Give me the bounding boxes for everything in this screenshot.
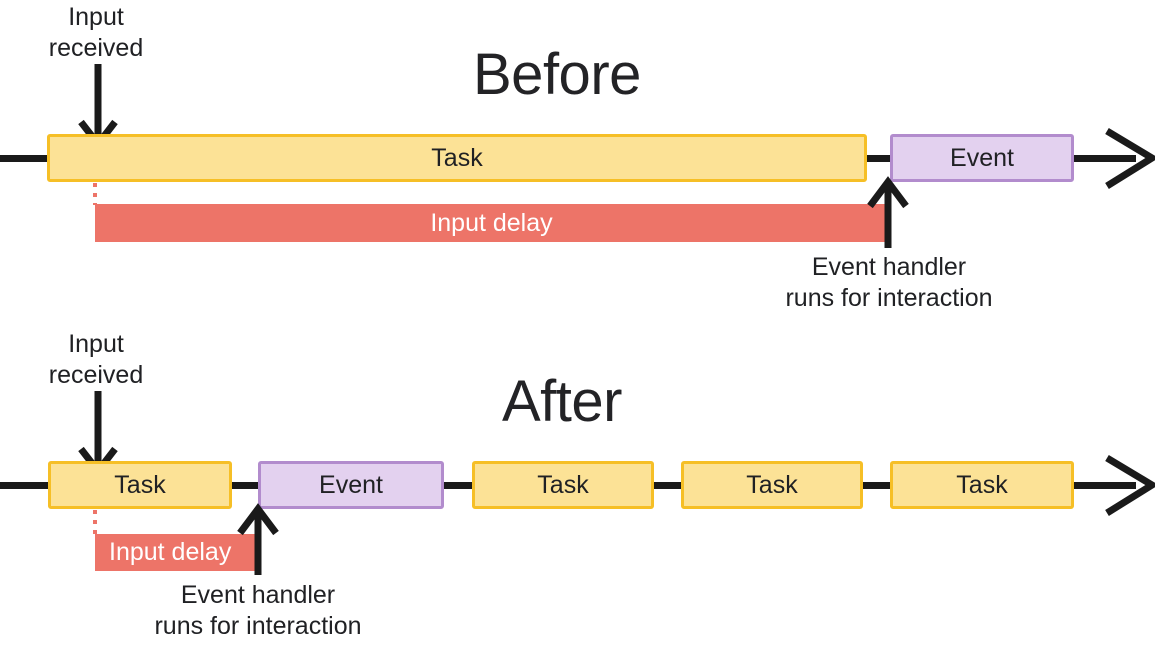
timeline-connector-after-3 (651, 482, 684, 489)
block-task-after-4[interactable]: Task (890, 461, 1074, 509)
block-label: Task (431, 143, 483, 172)
input-received-dropline-before (93, 183, 97, 205)
timeline-arrow-right-icon (1105, 454, 1155, 516)
timeline-arrow-right-icon (1105, 127, 1155, 189)
block-task-after-3[interactable]: Task (681, 461, 863, 509)
label-input-received-after-line1: Input (68, 330, 124, 358)
timeline-connector-before-1 (864, 155, 894, 162)
block-event-after[interactable]: Event (258, 461, 444, 509)
timeline-connector-after-1 (229, 482, 261, 489)
label-event-handler-after-line2: runs for interaction (154, 611, 362, 640)
block-task-after-2[interactable]: Task (472, 461, 654, 509)
label-input-received-after-line2: received (48, 360, 144, 389)
section-title-after: After (502, 369, 623, 434)
bar-label: Input delay (430, 208, 553, 237)
block-label: Task (537, 470, 589, 499)
label-event-handler-after-line1: Event handler (180, 581, 336, 609)
label-event-handler-after: Event handler runs for interaction (28, 580, 488, 641)
timeline-track-after-left (0, 482, 51, 489)
bar-label: Input delay (109, 538, 232, 566)
label-input-received-before-line2: received (48, 33, 144, 62)
section-title-before: Before (473, 42, 641, 107)
block-label: Task (956, 470, 1008, 499)
label-input-received-after: Input received (13, 329, 179, 390)
block-label: Event (950, 143, 1014, 172)
bar-input-delay-before[interactable]: Input delay (95, 204, 888, 242)
timeline-connector-after-4 (860, 482, 893, 489)
timeline-track-after-right (1070, 482, 1136, 489)
block-task-before-1[interactable]: Task (47, 134, 867, 182)
block-label: Task (114, 470, 166, 499)
label-input-received-before-line1: Input (68, 3, 124, 31)
input-received-dropline-after (93, 510, 97, 534)
label-event-handler-before-line2: runs for interaction (785, 283, 993, 312)
timeline-track-before-right (1070, 155, 1136, 162)
label-event-handler-before-line1: Event handler (811, 253, 967, 281)
timeline-connector-after-2 (441, 482, 475, 489)
arrow-up-icon (867, 176, 909, 248)
arrow-up-icon (237, 503, 279, 575)
bar-input-delay-after[interactable]: Input delay (95, 534, 258, 571)
label-event-handler-before: Event handler runs for interaction (659, 252, 1119, 313)
block-task-after-1[interactable]: Task (48, 461, 232, 509)
block-label: Event (319, 470, 383, 499)
block-event-before[interactable]: Event (890, 134, 1074, 182)
label-input-received-before: Input received (13, 2, 179, 63)
timeline-track-before-left (0, 155, 50, 162)
block-label: Task (746, 470, 798, 499)
